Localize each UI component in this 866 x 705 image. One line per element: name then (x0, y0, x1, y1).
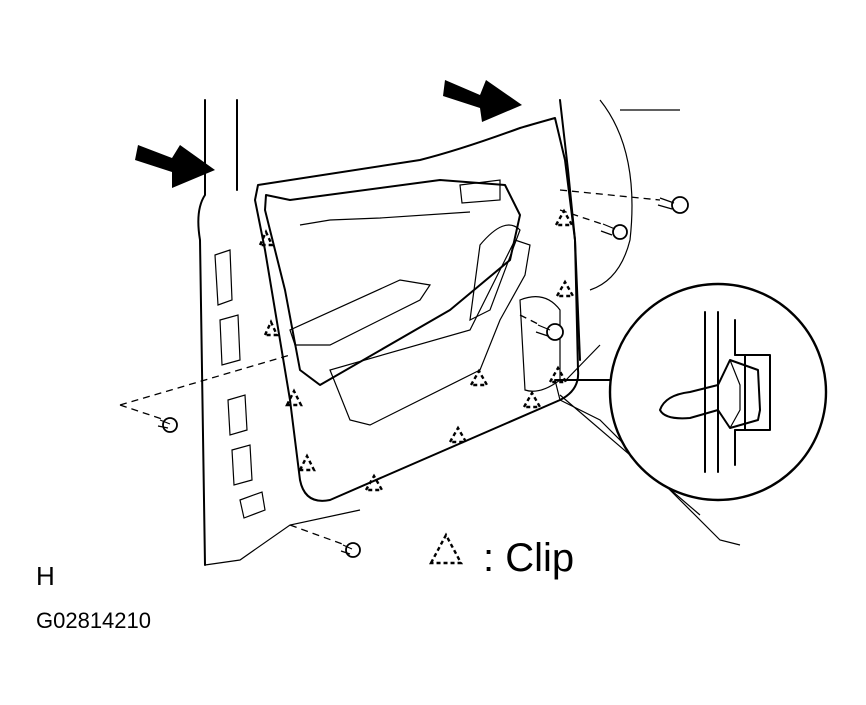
clip-mark (447, 425, 469, 444)
clip-mark (553, 208, 575, 227)
legend: : Clip (428, 532, 574, 580)
screws (119, 189, 689, 558)
clip-mark (554, 279, 576, 298)
clip-mark (468, 368, 490, 387)
screw-icon (657, 196, 689, 214)
figure-code: G02814210 (36, 608, 151, 633)
screw-icon (157, 417, 178, 433)
clip-markers (258, 208, 576, 492)
door-trim-panel (254, 117, 580, 502)
screw-icon (600, 223, 628, 240)
screw-icon (340, 542, 361, 558)
clip-mark (521, 390, 543, 409)
direction-arrows (135, 80, 522, 188)
dashed-triangle-icon (428, 532, 464, 565)
view-label: H (36, 561, 55, 591)
clip-mark (547, 365, 569, 384)
clip-mark (285, 388, 303, 407)
arrow-icon (135, 145, 215, 188)
screw-icon (535, 323, 564, 341)
legend-text: : Clip (483, 536, 574, 580)
clip-detail-callout (554, 282, 828, 502)
clip-mark (298, 453, 316, 472)
clip-mark (363, 473, 385, 492)
arrow-icon (443, 80, 522, 122)
clip-mark (258, 229, 274, 247)
clip-mark (263, 319, 279, 337)
